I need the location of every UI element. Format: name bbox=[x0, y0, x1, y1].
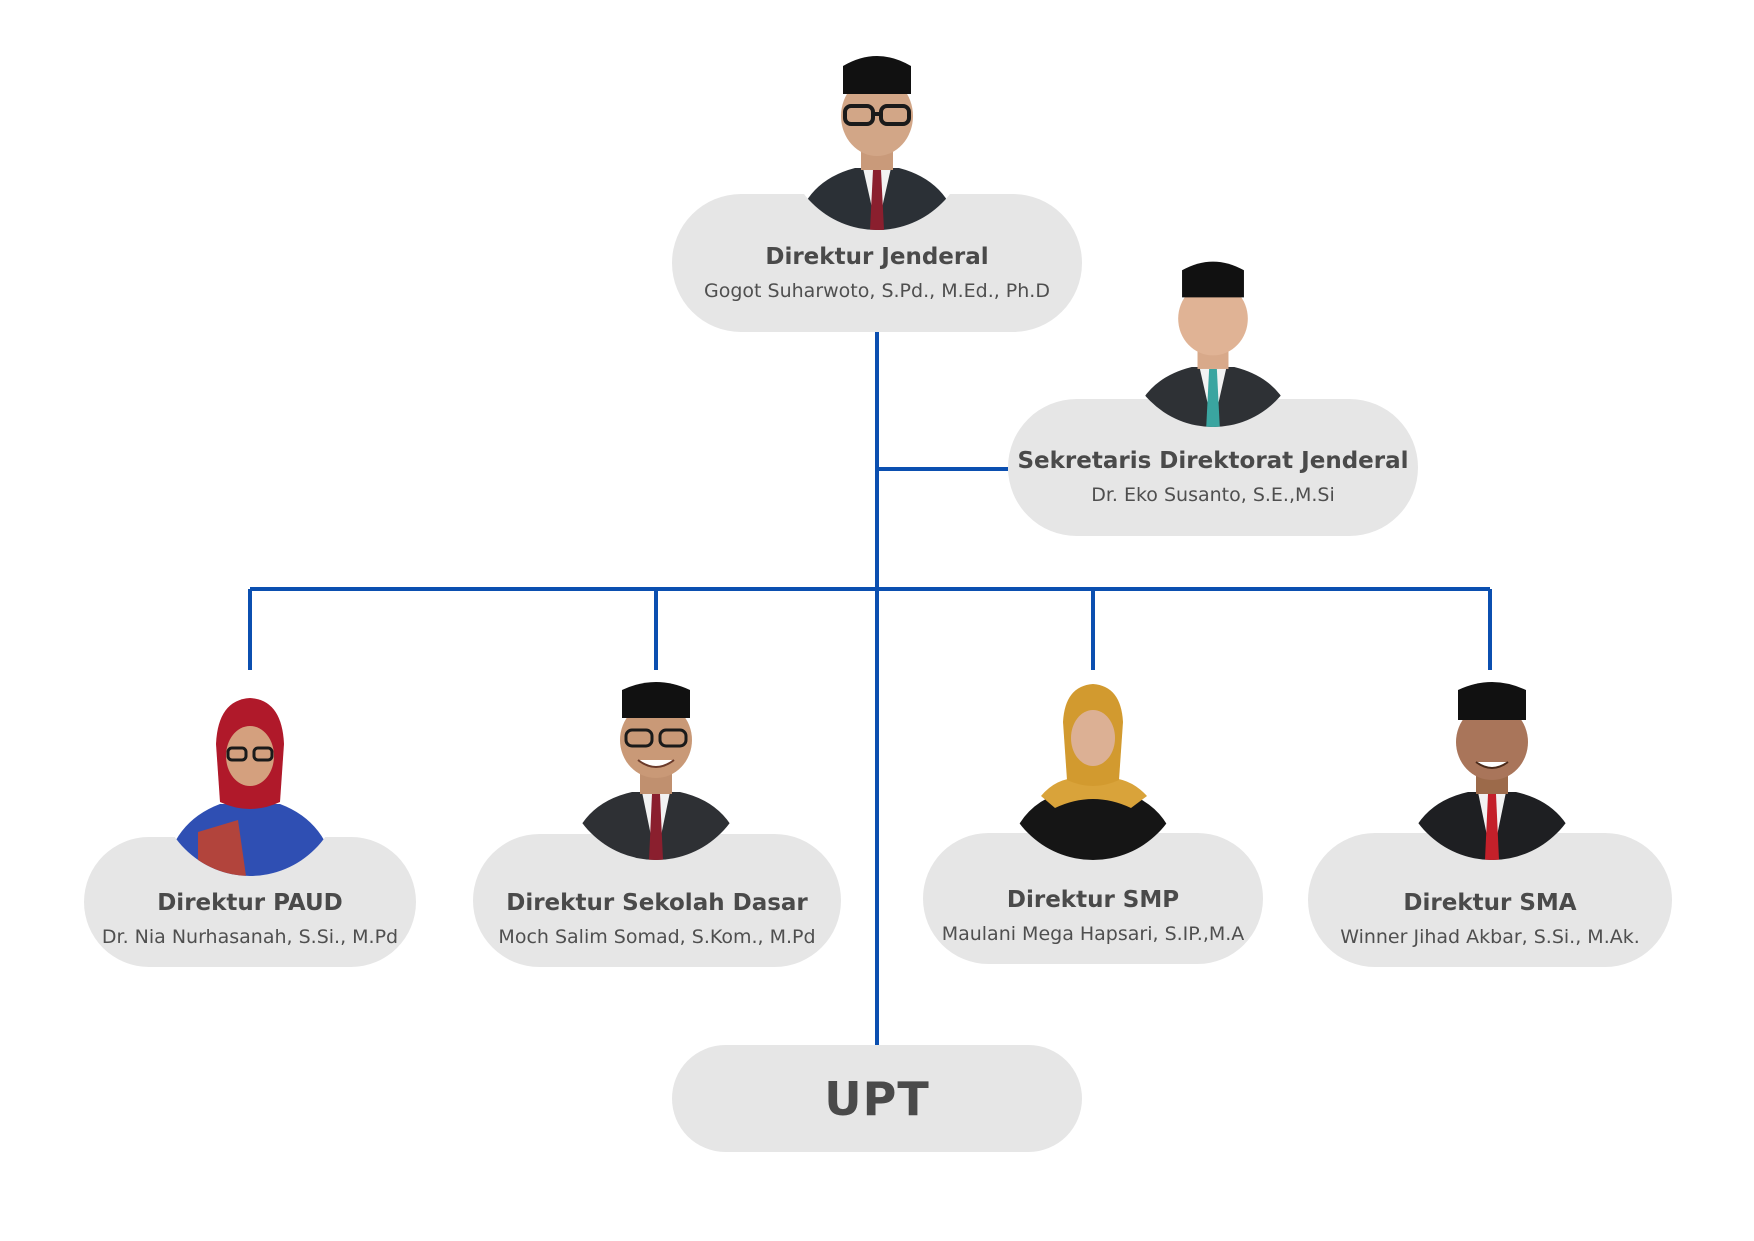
director-general-photo bbox=[785, 46, 969, 230]
director-paud-role: Direktur PAUD bbox=[157, 890, 343, 916]
secretary-name: Dr. Eko Susanto, S.E.,M.Si bbox=[1091, 483, 1335, 506]
upt-label: UPT bbox=[824, 1071, 930, 1126]
director-sma-photo bbox=[1400, 676, 1584, 860]
director-general-box: Direktur Jenderal Gogot Suharwoto, S.Pd.… bbox=[672, 194, 1082, 332]
director-paud-photo bbox=[158, 692, 342, 876]
director-sd-name: Moch Salim Somad, S.Kom., M.Pd bbox=[498, 925, 816, 948]
director-sd-box: Direktur Sekolah Dasar Moch Salim Somad,… bbox=[473, 834, 841, 967]
director-sd-role: Direktur Sekolah Dasar bbox=[506, 889, 808, 916]
director-sma-name: Winner Jihad Akbar, S.Si., M.Ak. bbox=[1340, 926, 1640, 948]
secretary-role: Sekretaris Direktorat Jenderal bbox=[1017, 447, 1409, 474]
upt-box: UPT bbox=[672, 1045, 1082, 1152]
director-smp-photo bbox=[1001, 676, 1185, 860]
secretary-photo bbox=[1124, 249, 1302, 427]
director-paud-name: Dr. Nia Nurhasanah, S.Si., M.Pd bbox=[101, 926, 399, 948]
director-smp-name: Maulani Mega Hapsari, S.IP.,M.A bbox=[941, 922, 1245, 945]
director-paud-box: Direktur PAUD Dr. Nia Nurhasanah, S.Si.,… bbox=[84, 837, 416, 967]
director-sma-role: Direktur SMA bbox=[1403, 890, 1577, 916]
director-smp-role: Direktur SMP bbox=[1006, 886, 1180, 913]
director-general-name: Gogot Suharwoto, S.Pd., M.Ed., Ph.D bbox=[704, 280, 1050, 302]
director-sd-photo bbox=[564, 676, 748, 860]
director-general-role: Direktur Jenderal bbox=[765, 244, 989, 270]
